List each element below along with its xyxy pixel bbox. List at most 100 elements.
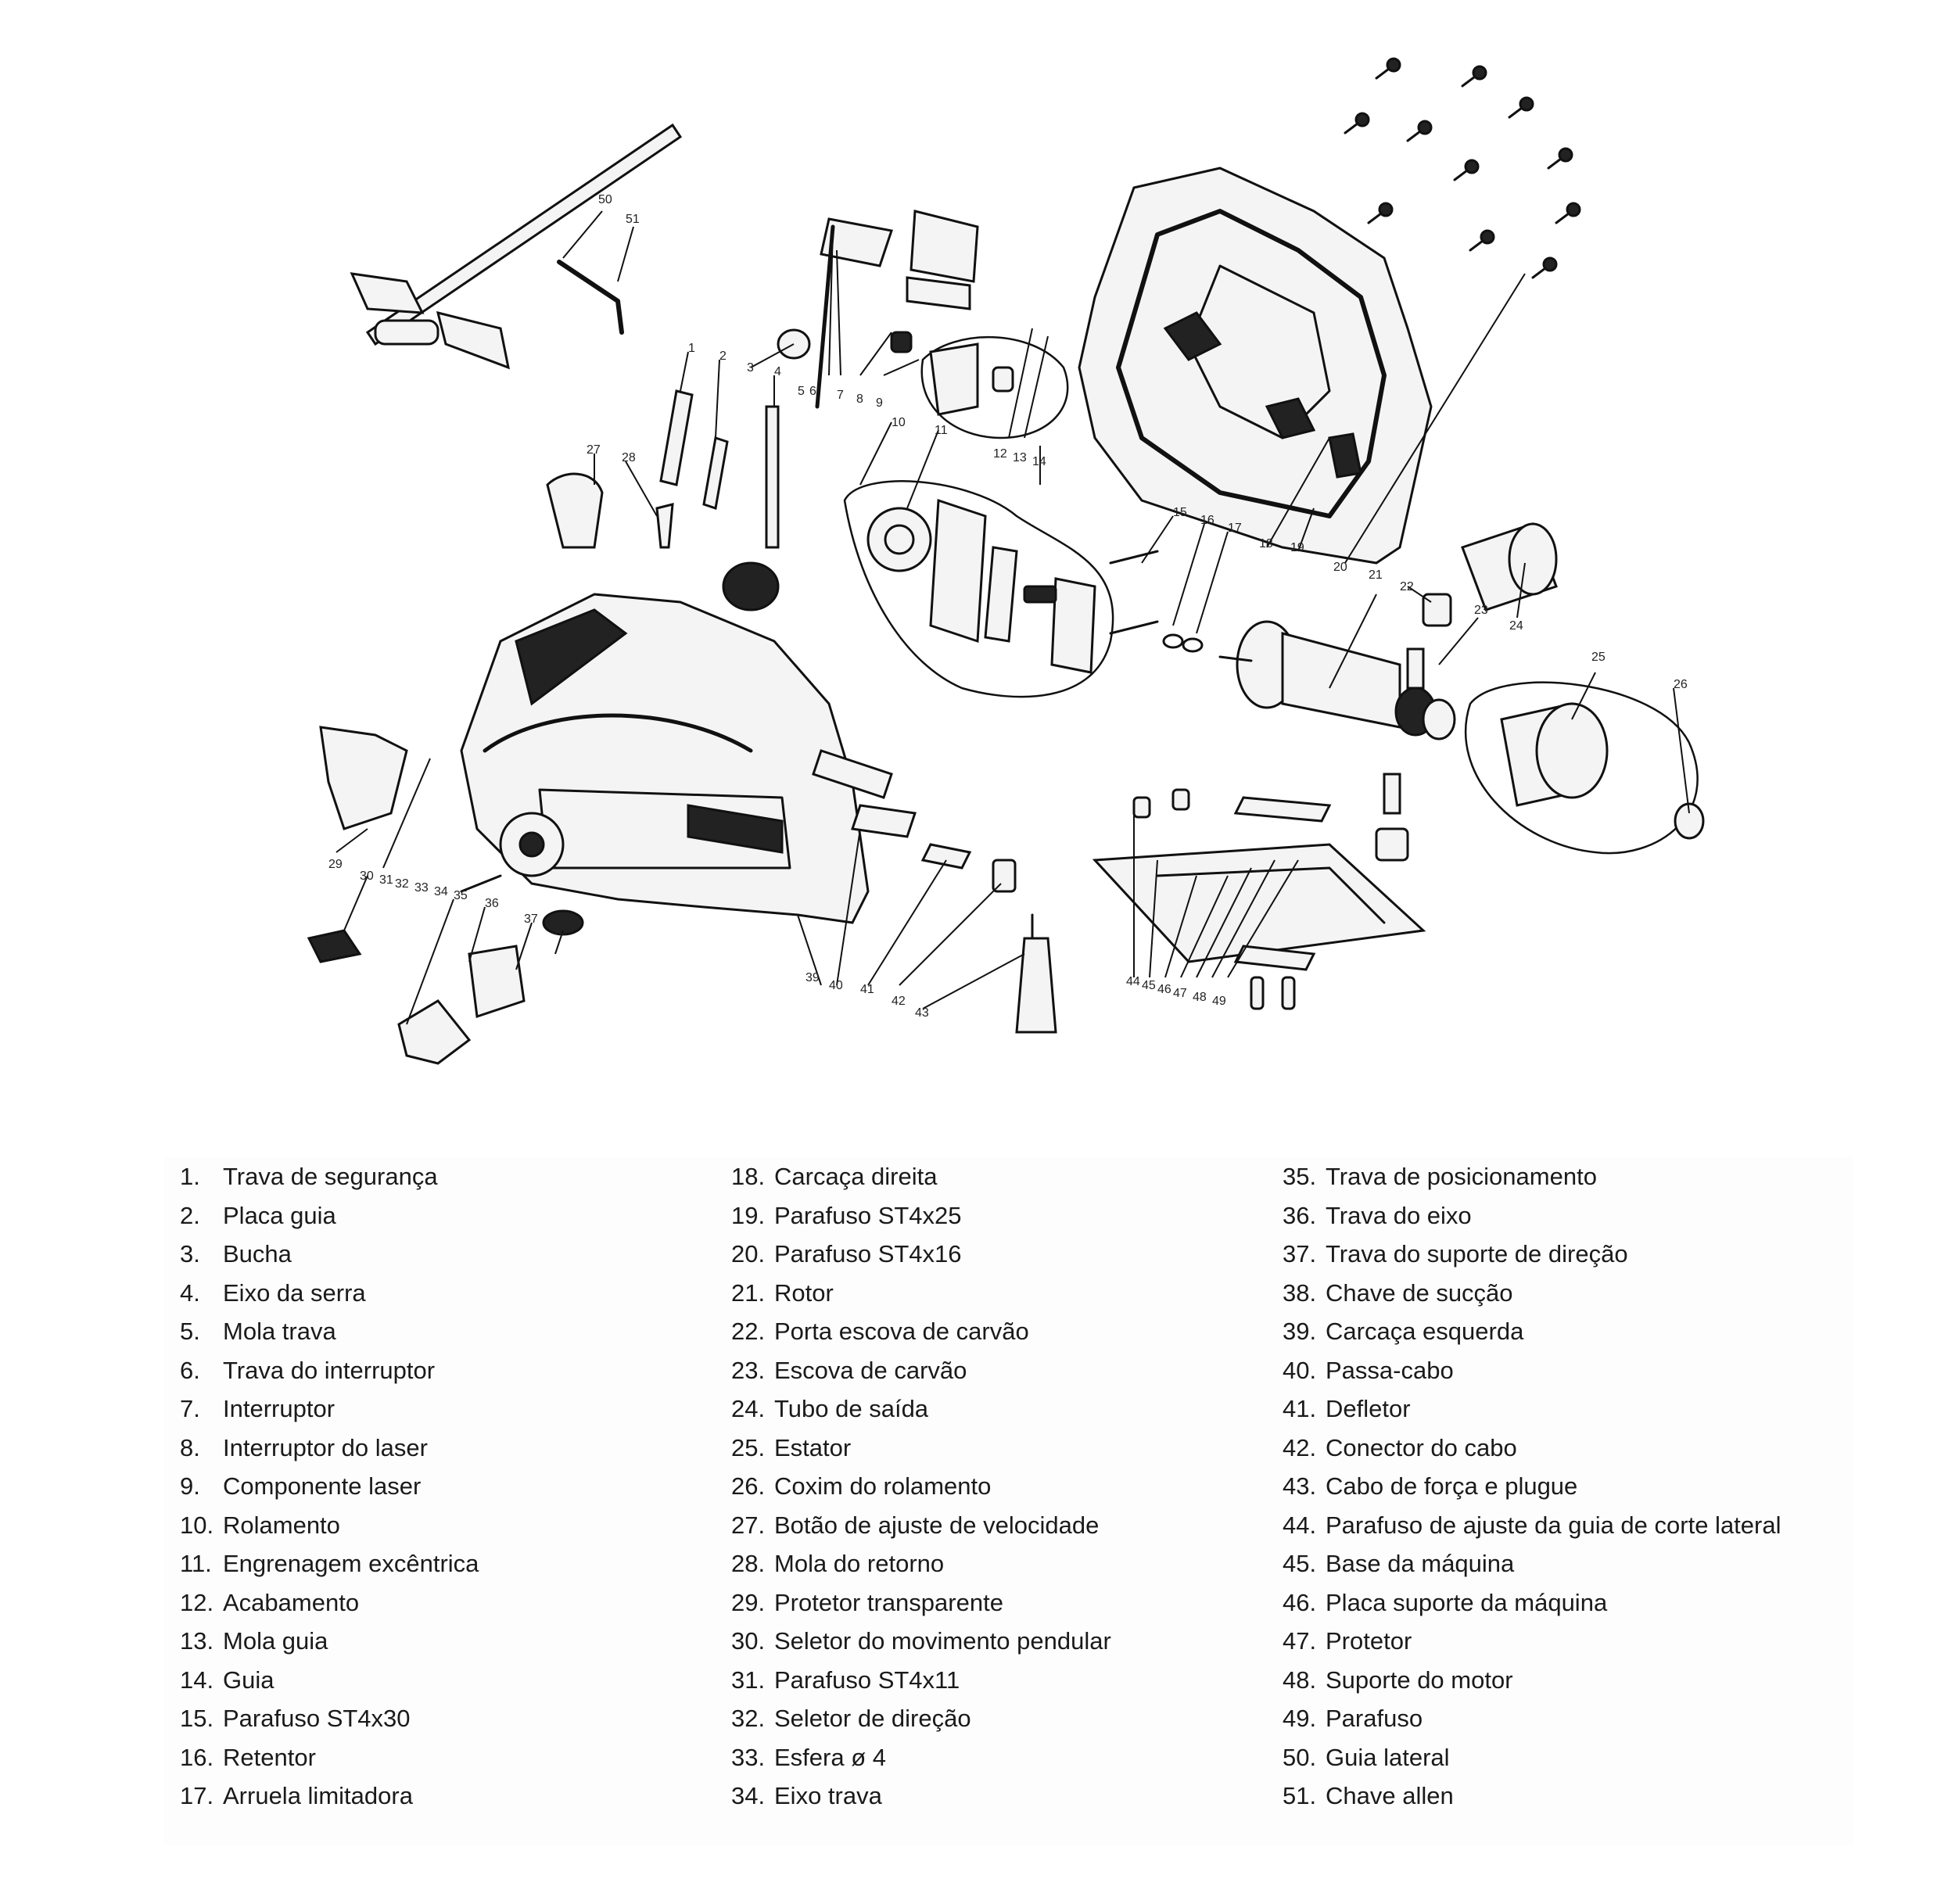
callout-39: 39: [805, 971, 820, 984]
part-allen-key: [557, 260, 624, 335]
exploded-view-diagram: 1 2 3 4 5 6 7 8 9 10 11 12 13 14 15 16 1…: [156, 31, 1783, 1110]
callout-leader-lines: [335, 210, 1690, 1025]
legend-item: 37.Trava do suporte de direção: [1283, 1240, 1628, 1268]
legend-item: 10.Rolamento: [180, 1511, 340, 1539]
callout-13: 13: [1013, 451, 1027, 464]
callout-28: 28: [622, 451, 636, 464]
callout-29: 29: [328, 858, 343, 871]
legend-item: 14.Guia: [180, 1666, 274, 1694]
callout-42: 42: [892, 995, 906, 1008]
part-output-tube: [1461, 522, 1558, 611]
legend-item: 17.Arruela limitadora: [180, 1782, 413, 1809]
legend-item: 12.Acabamento: [180, 1588, 360, 1616]
legend-item: 5.Mola trava: [180, 1318, 336, 1345]
part-switch-parts: [777, 210, 979, 409]
legend-item: 26.Coxim do rolamento: [731, 1472, 992, 1500]
legend-item: 44.Parafuso de ajuste da guia de corte l…: [1283, 1511, 1781, 1539]
part-saw-shaft: [655, 389, 780, 611]
callout-41: 41: [860, 983, 874, 996]
callout-9: 9: [876, 396, 883, 410]
callout-6: 6: [809, 385, 816, 398]
callout-22: 22: [1400, 580, 1414, 593]
legend-item: 48.Suporte do motor: [1283, 1666, 1513, 1694]
legend-item: 3.Bucha: [180, 1240, 292, 1268]
part-laser-component: [920, 335, 1069, 439]
callout-44: 44: [1126, 975, 1140, 988]
legend-item: 2.Placa guia: [180, 1201, 336, 1229]
legend-item: 18.Carcaça direita: [731, 1163, 938, 1190]
legend-item: 43.Cabo de força e plugue: [1283, 1472, 1578, 1500]
callout-37: 37: [524, 913, 538, 926]
legend-item: 21.Rotor: [731, 1278, 834, 1307]
callout-4: 4: [774, 365, 781, 378]
legend-item: 33.Esfera ø 4: [731, 1743, 886, 1771]
callout-12: 12: [993, 447, 1007, 461]
legend-item: 31.Parafuso ST4x11: [731, 1666, 960, 1694]
legend-item: 49.Parafuso: [1283, 1705, 1423, 1732]
legend-item: 41.Defletor: [1283, 1395, 1411, 1422]
callout-15: 15: [1173, 506, 1187, 519]
legend-item: 19.Parafuso ST4x25: [731, 1201, 962, 1229]
callout-43: 43: [915, 1006, 929, 1020]
callout-35: 35: [454, 889, 468, 902]
legend-item: 46.Placa suporte da máquina: [1283, 1588, 1608, 1616]
callout-38: 38: [551, 924, 565, 938]
part-stator: [1465, 681, 1705, 855]
callout-11: 11: [935, 424, 948, 437]
legend-item: 34.Eixo trava: [731, 1782, 882, 1809]
callout-30: 30: [360, 870, 374, 883]
legend-item: 42.Conector do cabo: [1283, 1433, 1517, 1461]
part-rotor: [1218, 620, 1456, 740]
callout-2: 2: [719, 350, 727, 363]
part-brushes: [1109, 550, 1452, 862]
callout-45: 45: [1142, 979, 1156, 992]
callout-51: 51: [626, 213, 640, 226]
legend-item: 13.Mola guia: [180, 1627, 328, 1655]
legend-item: 47.Protetor: [1283, 1627, 1412, 1655]
callout-25: 25: [1591, 651, 1606, 664]
part-side-guide: [350, 123, 683, 370]
legend-item: 51.Chave allen: [1283, 1782, 1454, 1809]
part-cord: [851, 804, 1057, 1034]
legend-column-1: 1.Trava de segurança 2.Placa guia 3.Buch…: [180, 1157, 479, 1816]
legend-item: 38.Chave de sucção: [1283, 1278, 1513, 1307]
part-base: [1092, 788, 1426, 1010]
callout-5: 5: [798, 385, 805, 398]
legend-item: 40.Passa-cabo: [1283, 1356, 1454, 1384]
legend-item: 15.Parafuso ST4x30: [180, 1705, 411, 1732]
parts-legend: 1.Trava de segurança 2.Placa guia 3.Buch…: [164, 1157, 1853, 1845]
callout-numbers: 1 2 3 4 5 6 7 8 9 10 11 12 13 14 15 16 1…: [328, 193, 1688, 1020]
callout-21: 21: [1369, 568, 1383, 582]
callout-19: 19: [1290, 541, 1304, 554]
legend-item: 36.Trava do eixo: [1283, 1201, 1472, 1229]
part-screws-group: [1344, 57, 1581, 279]
part-left-housing: [460, 472, 893, 924]
callout-8: 8: [856, 393, 863, 406]
legend-item: 11.Engrenagem excêntrica: [180, 1550, 479, 1577]
callout-46: 46: [1157, 983, 1171, 996]
callout-32: 32: [395, 877, 409, 891]
part-right-housing: [1078, 167, 1433, 565]
legend-item: 9.Componente laser: [180, 1472, 422, 1500]
legend-item: 28.Mola do retorno: [731, 1550, 945, 1577]
legend-item: 20.Parafuso ST4x16: [731, 1240, 962, 1268]
callout-26: 26: [1674, 678, 1688, 691]
callout-34: 34: [434, 885, 448, 898]
callout-24: 24: [1509, 619, 1523, 633]
legend-item: 27.Botão de ajuste de velocidade: [731, 1511, 1100, 1539]
part-protector: [319, 726, 408, 830]
callout-33: 33: [414, 881, 429, 895]
callout-48: 48: [1193, 991, 1207, 1004]
callout-7: 7: [837, 389, 844, 402]
callout-3: 3: [747, 361, 754, 375]
callout-23: 23: [1474, 604, 1488, 617]
legend-item: 29.Protetor transparente: [731, 1588, 1003, 1616]
callout-50: 50: [598, 193, 612, 206]
legend-column-3: 35.Trava de posicionamento 36.Trava do e…: [1283, 1157, 1781, 1816]
callout-49: 49: [1212, 995, 1226, 1008]
legend-item: 25.Estator: [731, 1433, 852, 1461]
legend-item: 23.Escova de carvão: [731, 1356, 967, 1384]
callout-18: 18: [1259, 537, 1273, 550]
legend-item: 8.Interruptor do laser: [180, 1433, 428, 1461]
legend-item: 22.Porta escova de carvão: [731, 1318, 1029, 1345]
